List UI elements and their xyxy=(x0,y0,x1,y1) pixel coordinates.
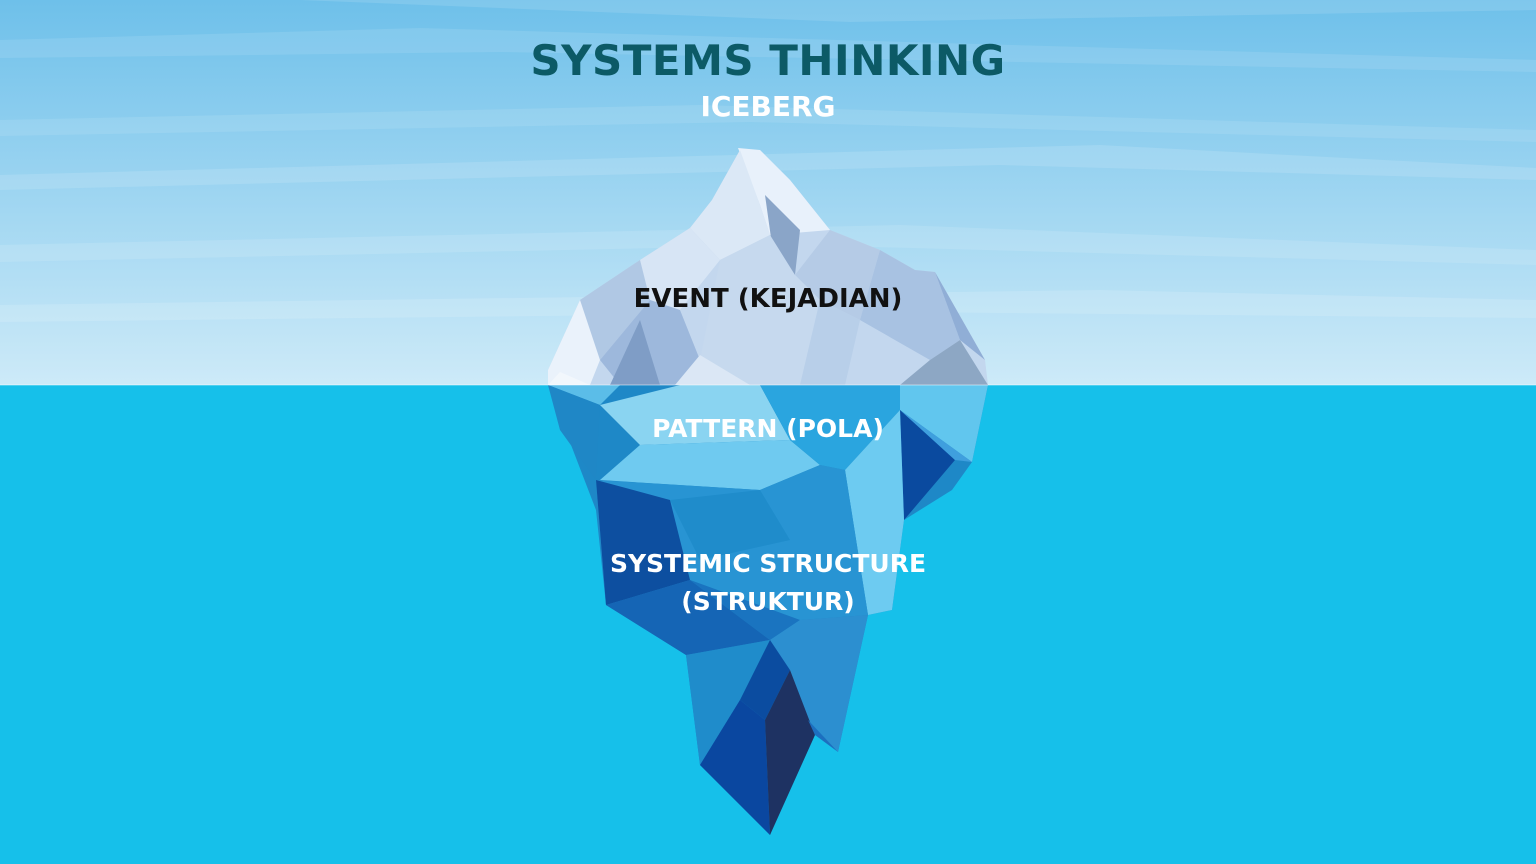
iceberg-tip xyxy=(548,148,988,385)
iceberg-submerged xyxy=(548,385,988,835)
water-surface xyxy=(0,384,1536,386)
diagram-subtitle: ICEBERG xyxy=(700,90,836,123)
diagram-title: SYSTEMS THINKING xyxy=(530,36,1006,85)
level-structure-label-line2: (STRUKTUR) xyxy=(681,587,855,616)
level-event-label: EVENT (KEJADIAN) xyxy=(633,284,903,314)
level-pattern-label: PATTERN (POLA) xyxy=(652,414,884,443)
level-structure-label-line1: SYSTEMIC STRUCTURE xyxy=(609,549,927,578)
